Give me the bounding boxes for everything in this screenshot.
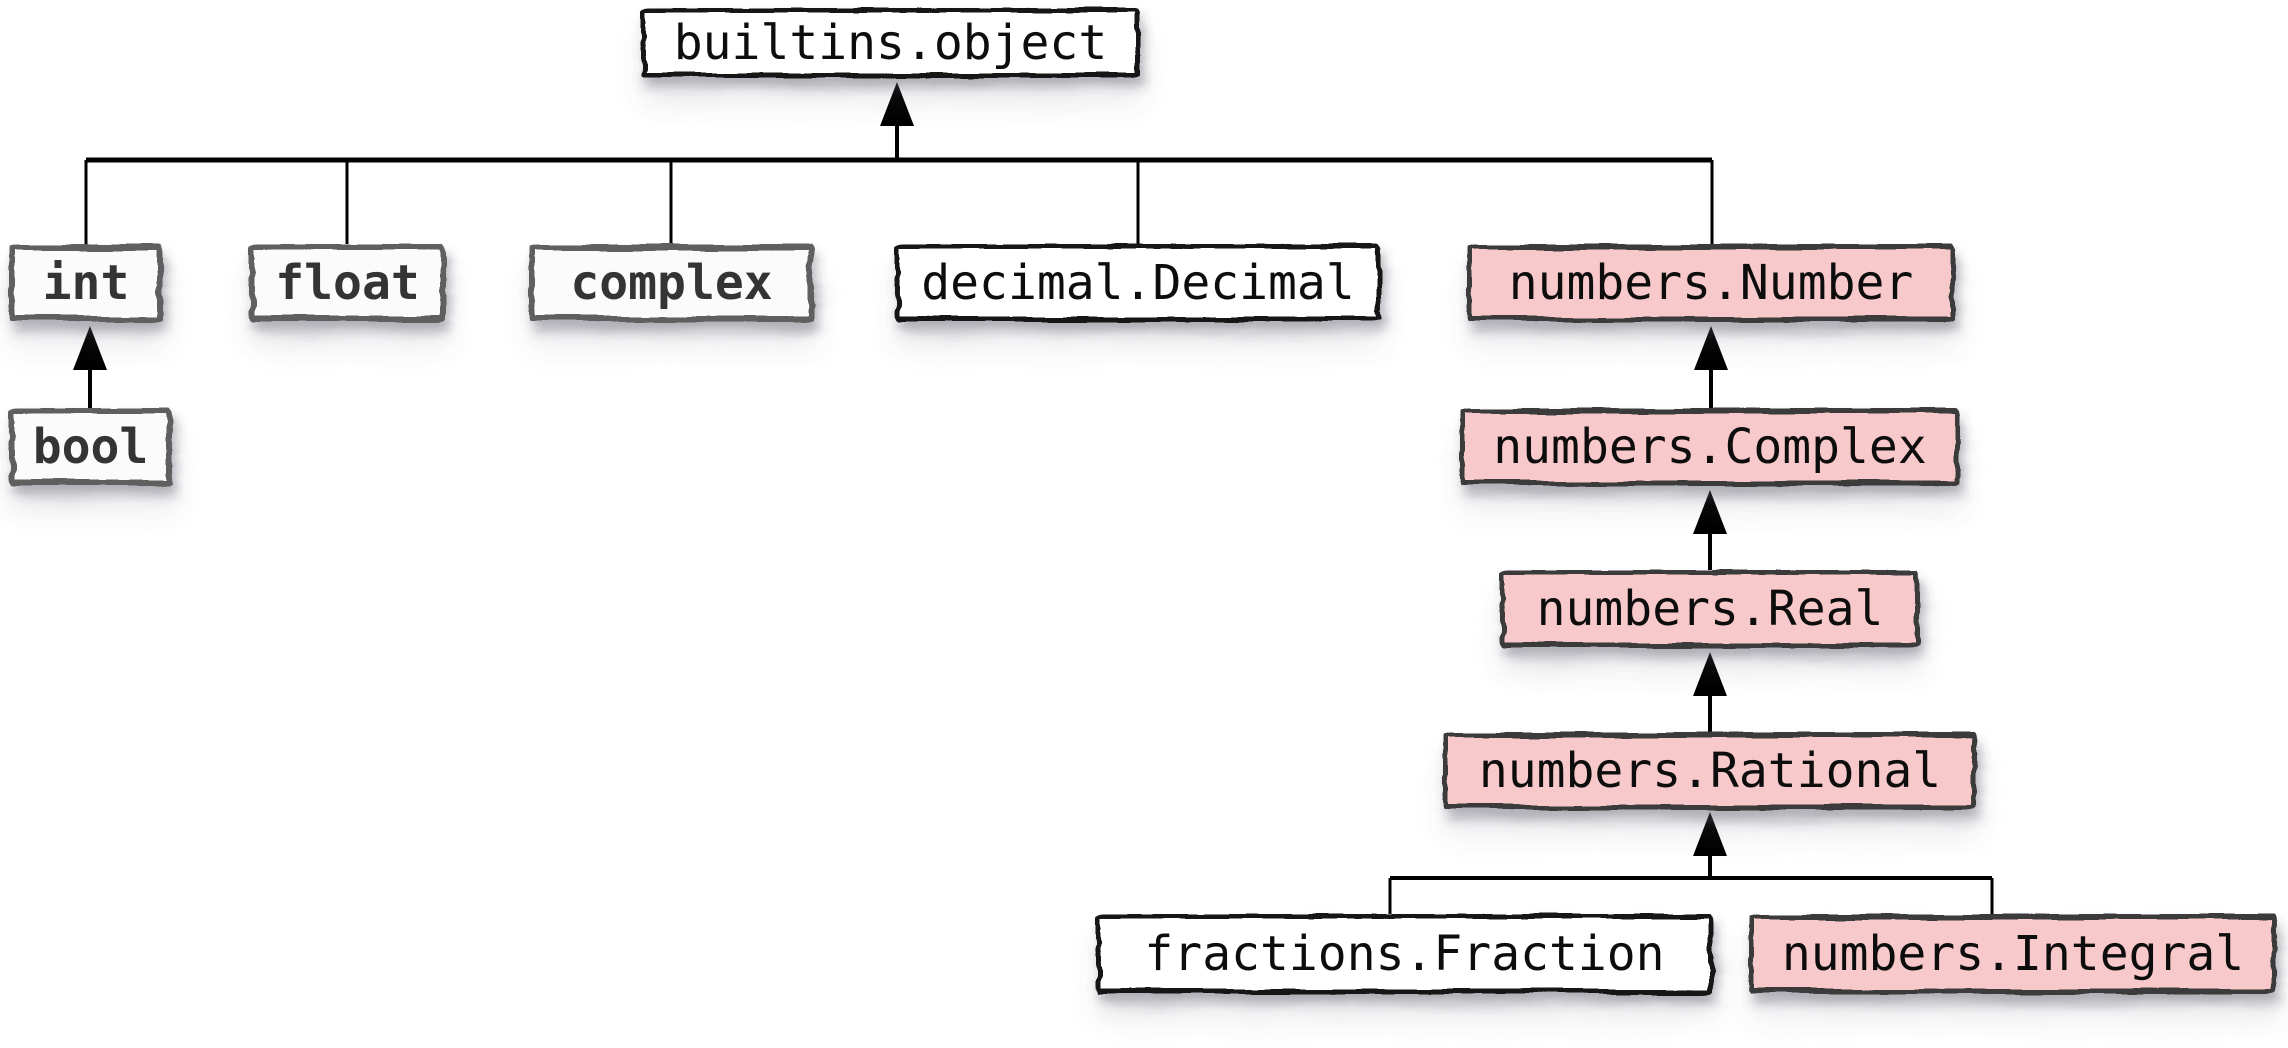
node-box: [895, 244, 1381, 322]
connector-bool-to-int: [73, 326, 107, 408]
node-label: float: [275, 255, 420, 311]
node-numbers-rational: numbers.Rational: [1443, 732, 1977, 810]
node-box: [1467, 244, 1955, 322]
node-fractions-fraction: fractions.Fraction: [1096, 914, 1713, 994]
node-label: numbers.Rational: [1478, 743, 1942, 799]
node-box: [9, 408, 172, 486]
arrowhead-to-rational-icon: [1693, 812, 1727, 856]
node-label: numbers.Real: [1536, 581, 1884, 637]
node-box: [1500, 570, 1920, 648]
node-label: numbers.Complex: [1493, 419, 1927, 475]
node-numbers-number: numbers.Number: [1467, 244, 1955, 322]
node-label: decimal.Decimal: [921, 255, 1355, 311]
node-box: [529, 244, 814, 322]
arrowhead-to-object-icon: [880, 82, 914, 126]
connector-rational-children: [1388, 812, 1994, 914]
node-float: float: [249, 244, 446, 322]
node-box: [9, 244, 163, 322]
arrowhead-to-number-icon: [1694, 326, 1728, 370]
node-builtins-object: builtins.object: [641, 8, 1140, 78]
node-box: [1749, 914, 2277, 994]
node-numbers-real: numbers.Real: [1500, 570, 1920, 648]
connector-rational-to-real: [1693, 652, 1727, 732]
connector-real-to-complex: [1693, 490, 1727, 570]
arrowhead-to-real-icon: [1693, 652, 1727, 696]
node-box: [1460, 408, 1960, 486]
node-label: fractions.Fraction: [1144, 926, 1665, 982]
node-box: [1096, 914, 1713, 994]
node-complex: complex: [529, 244, 814, 322]
node-numbers-integral: numbers.Integral: [1749, 914, 2277, 994]
connector-object-children: [84, 82, 1714, 244]
node-label: bool: [32, 419, 149, 475]
node-label: numbers.Number: [1508, 255, 1914, 311]
node-label: int: [42, 255, 130, 311]
connector-complex-to-number: [1694, 326, 1728, 408]
node-label: complex: [570, 255, 773, 311]
node-numbers-complex: numbers.Complex: [1460, 408, 1960, 486]
node-bool: bool: [9, 408, 172, 486]
node-box: [641, 8, 1140, 78]
arrowhead-to-int-icon: [73, 326, 107, 370]
arrowhead-to-complex-icon: [1693, 490, 1727, 534]
node-label: builtins.object: [673, 15, 1108, 71]
node-box: [1443, 732, 1977, 810]
node-decimal-decimal: decimal.Decimal: [895, 244, 1381, 322]
node-box: [249, 244, 446, 322]
node-int: int: [9, 244, 163, 322]
node-label: numbers.Integral: [1781, 926, 2245, 982]
